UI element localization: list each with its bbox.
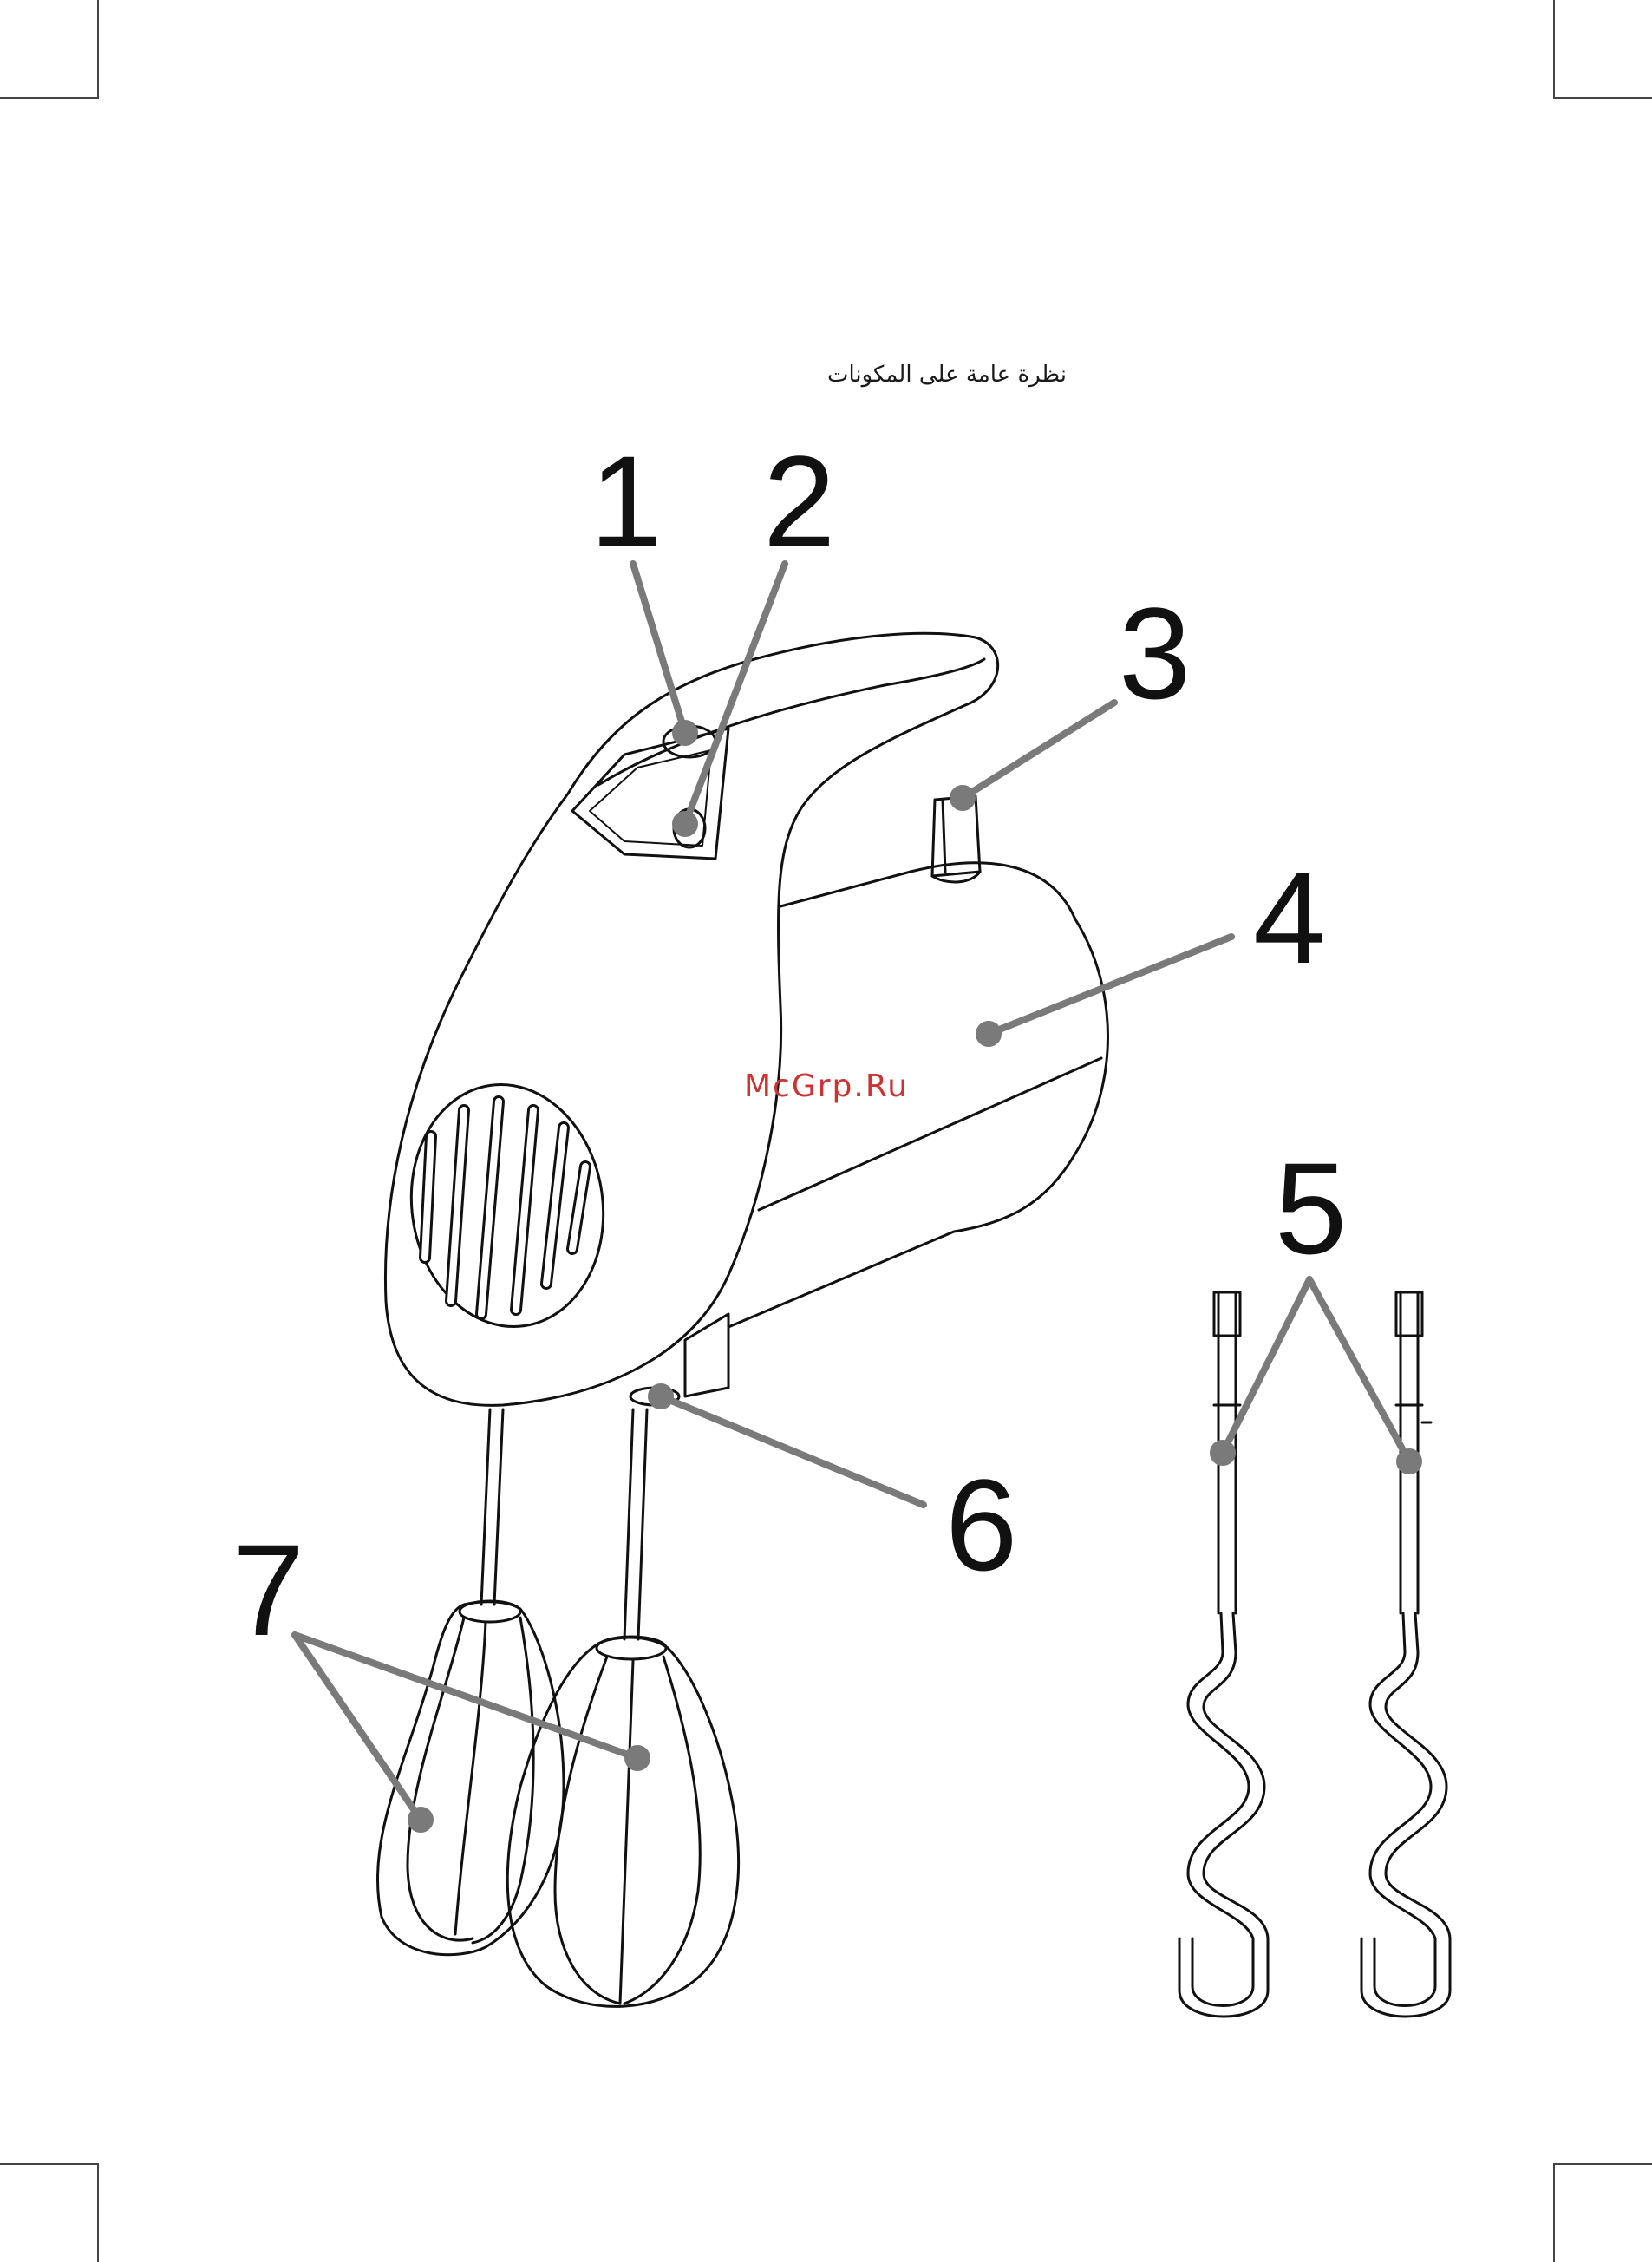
callout-2: 2 xyxy=(763,428,835,574)
callout-5: 5 xyxy=(1275,1135,1347,1281)
beater-left-shaft xyxy=(481,1409,503,1605)
callout-7: 7 xyxy=(232,1517,304,1663)
callout-6: 6 xyxy=(945,1452,1017,1598)
leader-line-4 xyxy=(989,937,1231,1034)
motor-housing-right xyxy=(954,919,1108,1232)
dough-hook-right xyxy=(1370,1292,1435,2006)
dough-hook-left xyxy=(1188,1292,1253,2006)
leader-line-5b xyxy=(1309,1279,1409,1461)
leader-line-1 xyxy=(633,564,685,733)
motor-housing-bottom xyxy=(728,1232,954,1327)
leader-line-6 xyxy=(661,1396,924,1505)
underside-foot xyxy=(685,1314,728,1396)
callout-1: 1 xyxy=(590,428,662,574)
watermark: McGrp.Ru xyxy=(744,1069,909,1104)
leader-line-7a xyxy=(295,1635,421,1820)
callout-3: 3 xyxy=(1119,580,1191,726)
callout-4: 4 xyxy=(1253,845,1325,990)
beater-right-shaft xyxy=(624,1409,647,1639)
motor-housing-top xyxy=(780,863,1075,919)
control-panel xyxy=(572,729,728,859)
leader-line-2 xyxy=(685,564,785,824)
leader-line-3 xyxy=(963,703,1114,798)
